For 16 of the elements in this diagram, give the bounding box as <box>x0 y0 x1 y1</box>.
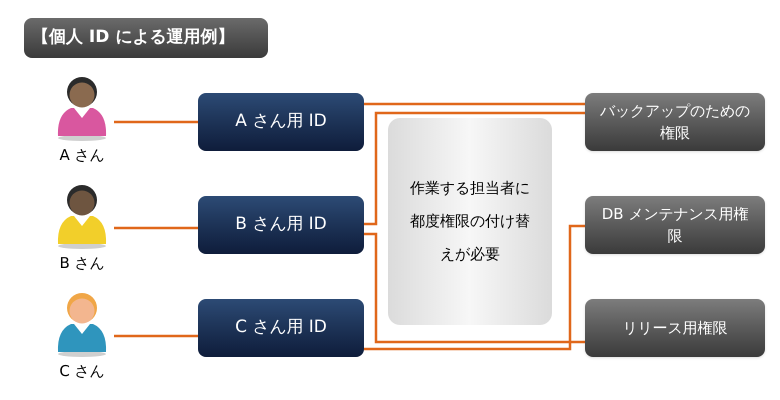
permission-box: DB メンテナンス用権限 <box>585 196 765 254</box>
connector-line <box>114 120 198 124</box>
id-box: A さん用 ID <box>198 93 364 151</box>
id-box: C さん用 ID <box>198 299 364 357</box>
connector-line <box>364 102 585 106</box>
connector-line <box>114 334 198 338</box>
permission-box: バックアップのための権限 <box>585 93 765 151</box>
id-box: B さん用 ID <box>198 196 364 254</box>
permission-box: リリース用権限 <box>585 299 765 357</box>
connector-line <box>364 112 585 226</box>
note-box: 作業する担当者に都度権限の付け替えが必要 <box>388 118 552 325</box>
connector-line <box>114 226 198 230</box>
person-name: A さん <box>59 148 105 163</box>
person-name: B さん <box>59 256 105 271</box>
person-name: C さん <box>59 364 105 379</box>
title-banner: 【個人 ID による運用例】 <box>24 18 268 58</box>
